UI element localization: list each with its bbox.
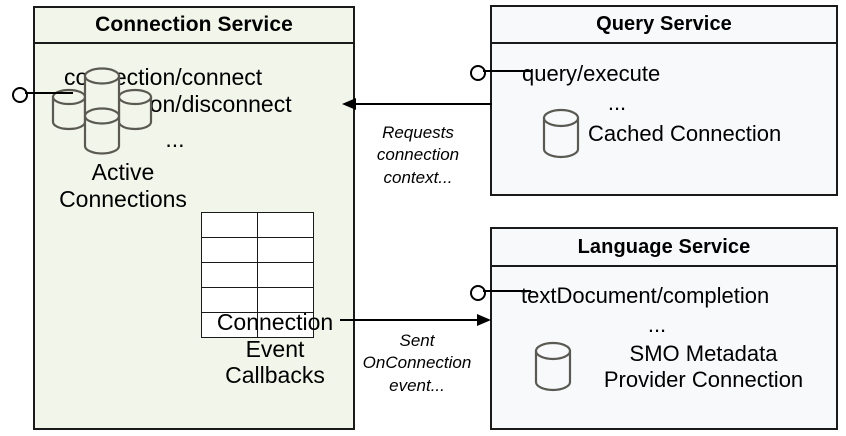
language-service-body: textDocument/completion ... SMO Metadata…: [492, 267, 836, 428]
smo-metadata-provider-label: SMO Metadata Provider Connection: [603, 341, 804, 392]
lollipop-stem-icon: [25, 92, 73, 94]
table-row: [201, 237, 314, 263]
connection-event-callbacks-label: Connection Event Callbacks: [216, 309, 334, 389]
table-row: [201, 312, 314, 338]
lollipop-ball-icon: [470, 285, 486, 301]
active-connections-label: Active Connections: [59, 159, 187, 212]
sent-onconnection-event-arrow: [340, 314, 491, 326]
table-row: [201, 212, 314, 238]
cached-connection-database-icon: [540, 106, 582, 161]
connection-event-callbacks-table-icon: [201, 212, 314, 338]
table-row: [201, 262, 314, 288]
lollipop-stem-icon: [483, 70, 531, 72]
query-service-ellipsis: ...: [607, 90, 627, 115]
component-query-service[interactable]: Query Service query/execute ... Cached C…: [490, 5, 838, 196]
component-language-service[interactable]: Language Service textDocument/completion…: [490, 227, 838, 430]
lollipop-ball-icon: [470, 65, 486, 81]
cached-connection-label: Cached Connection: [588, 121, 782, 146]
connection-service-title: Connection Service: [35, 8, 353, 44]
requests-connection-context-label: Requests connection context...: [376, 123, 460, 187]
lollipop-stem-icon: [483, 290, 531, 292]
connection-service-body: connection/connect connection/disconnect…: [35, 44, 353, 428]
query-service-body: query/execute ... Cached Connection: [492, 44, 836, 194]
language-service-ellipsis: ...: [647, 312, 667, 337]
query-service-methods: query/execute: [522, 61, 661, 86]
language-service-methods: textDocument/completion: [521, 283, 770, 308]
database-cluster-icon: [43, 64, 163, 159]
language-service-title: Language Service: [492, 229, 836, 267]
requests-connection-context-arrow: [342, 98, 492, 110]
connection-service-ellipsis: ...: [165, 126, 185, 152]
lollipop-ball-icon: [12, 87, 28, 103]
query-service-title: Query Service: [492, 7, 836, 44]
component-connection-service[interactable]: Connection Service connection/connect co…: [33, 6, 355, 430]
smo-metadata-provider-database-icon: [532, 339, 574, 394]
sent-onconnection-event-label: Sent OnConnection event...: [362, 331, 472, 395]
